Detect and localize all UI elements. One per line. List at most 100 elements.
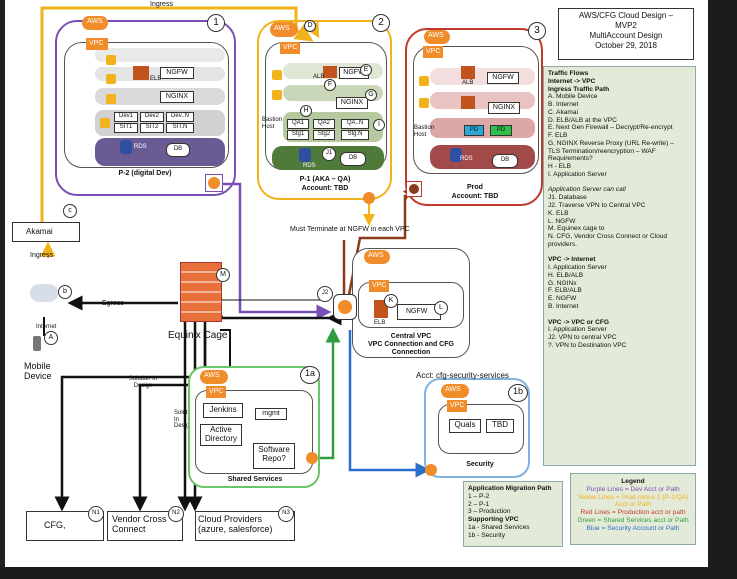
p1-stg1-box (287, 130, 309, 140)
mgmt-box (255, 408, 287, 420)
prod-rds-icon (450, 148, 462, 162)
security-acct-label: Acct: cfg-security-services (416, 371, 509, 380)
mobile-icon (33, 336, 41, 351)
marker-j1: J1 (325, 150, 333, 156)
p1-nginx-box (336, 97, 368, 109)
central-vpc-label: VPC (372, 282, 387, 289)
prod-ngfw-label: NGFW (492, 74, 514, 81)
traffic-flow-line: C. Akamai (548, 108, 579, 116)
traffic-flow-line: VPC -> VPC or CFG (548, 318, 610, 326)
p1-stgn-label: Stg.N (347, 131, 363, 137)
prod-rds-label: RDS (460, 156, 473, 162)
traffic-flow-line: B. Internet (548, 101, 579, 109)
p1-account-name: P-1 (AKA – QA) (299, 176, 351, 183)
central-vpc-subtitle-2: Connection (391, 349, 431, 356)
lock-icon (100, 118, 110, 128)
lock-icon (208, 177, 220, 189)
marker-l-badge (434, 301, 448, 315)
prod-pd-label-2: PD (496, 127, 506, 133)
traffic-flow-line: Requirements? (548, 155, 593, 163)
prod-pd-box-1 (464, 125, 484, 136)
security-vpc-badge (447, 400, 467, 412)
prod-aws-cloud-icon (424, 30, 450, 44)
p1-stg2-label: Stg2 (317, 131, 331, 137)
p2-account-name: P-2 (digital Dev) (118, 170, 172, 177)
traffic-flow-line: M. Equinex cage to (548, 225, 605, 233)
lock-icon (272, 70, 282, 80)
traffic-flow-line: Application Server can call (548, 186, 626, 194)
p2-sitn-label: SIT.N (172, 124, 188, 130)
legend-item: Acct or Path (615, 501, 651, 509)
marker-h: H (303, 107, 309, 114)
p1-vpc-badge (280, 42, 300, 54)
p2-nginx-box (160, 91, 194, 103)
traffic-flow-line: H. ELB/ALB (548, 271, 584, 279)
lock-icon (106, 55, 116, 65)
migration-line: 1 – P-2 (468, 492, 490, 500)
central-aws-cloud-icon (364, 250, 390, 264)
traffic-flow-line: J1. Database (548, 194, 587, 202)
lock-icon (306, 452, 318, 464)
p2-elb-label: ELB (150, 76, 162, 82)
marker-d: D (307, 22, 313, 29)
vertical-scrollbar[interactable] (709, 0, 737, 579)
title-line-1: AWS/CFG Cloud Design – (579, 11, 673, 20)
migration-line: Supporting VPC (468, 516, 519, 524)
p1-db-label: DB (348, 155, 358, 161)
prod-pd-box-2 (490, 125, 512, 136)
marker-e: E (363, 66, 369, 73)
traffic-flow-line: I. Application Server (548, 264, 607, 272)
horizontal-scrollbar[interactable] (0, 567, 737, 579)
n3-badge (278, 506, 294, 522)
central-vpc-title: Central VPC (390, 333, 432, 340)
legend-item: Purple Lines = Dev Acct or Path (586, 485, 680, 493)
firewall-icon (180, 262, 222, 322)
prod-account-boundary (405, 28, 543, 206)
p2-sit1-box (114, 123, 138, 133)
traffic-flow-line: H - ELB (548, 163, 572, 171)
mobile-device-label: Mobile Device (24, 361, 52, 381)
mgmt-label: mgmt (262, 410, 280, 417)
solution-design-label-1: Solution In Design (128, 376, 158, 389)
cloud-icon (30, 284, 58, 302)
security-aws-label: AWS (445, 386, 461, 393)
lock-icon (106, 94, 116, 104)
marker-i: I (378, 121, 380, 128)
title-line-2: MVP2 (615, 21, 637, 30)
prod-vpc-badge (423, 46, 443, 58)
prod-alb-label: ALB (462, 80, 474, 86)
traffic-flow-line: ?. VPN to Destination VPC (548, 341, 627, 349)
prod-data-band (430, 145, 535, 169)
legend-item: Yellow Lines = Prod minus 1 (P-1/QA) (577, 493, 689, 501)
p2-rds-label: RDS (134, 144, 147, 150)
cfg-label: CFG, (44, 520, 66, 530)
central-vpc-badge (369, 280, 389, 292)
p1-number-badge (372, 14, 390, 32)
traffic-flow-line: providers. (548, 240, 577, 248)
migration-line: 1b - Security (468, 531, 506, 539)
lock-icon (272, 90, 282, 100)
n3-label: N3 (282, 510, 290, 516)
central-ngfw-label: NGFW (406, 308, 428, 315)
traffic-flow-line: K. ELB (548, 209, 569, 217)
prod-db-icon (492, 154, 518, 168)
p2-devn-box (166, 112, 194, 122)
prod-account-name: Prod (467, 184, 483, 191)
p2-devn-label: Dev..N (171, 113, 189, 119)
ingress-top-label: Ingress (150, 1, 173, 8)
active-directory-box (200, 424, 242, 446)
traffic-flow-line: I. Application Server (548, 170, 607, 178)
lock-icon (409, 184, 419, 194)
p1-stg1-label: Stg1 (291, 131, 305, 137)
equinix-label: Equinix Cage (168, 330, 228, 341)
traffic-flow-line: Traffic Flows (548, 70, 589, 77)
p1-qan-box (341, 119, 369, 129)
prod-ngfw-box (487, 72, 519, 84)
prod-nginx-box (488, 102, 520, 114)
p2-number-badge (207, 14, 225, 32)
shared-vpc-badge (206, 386, 226, 398)
